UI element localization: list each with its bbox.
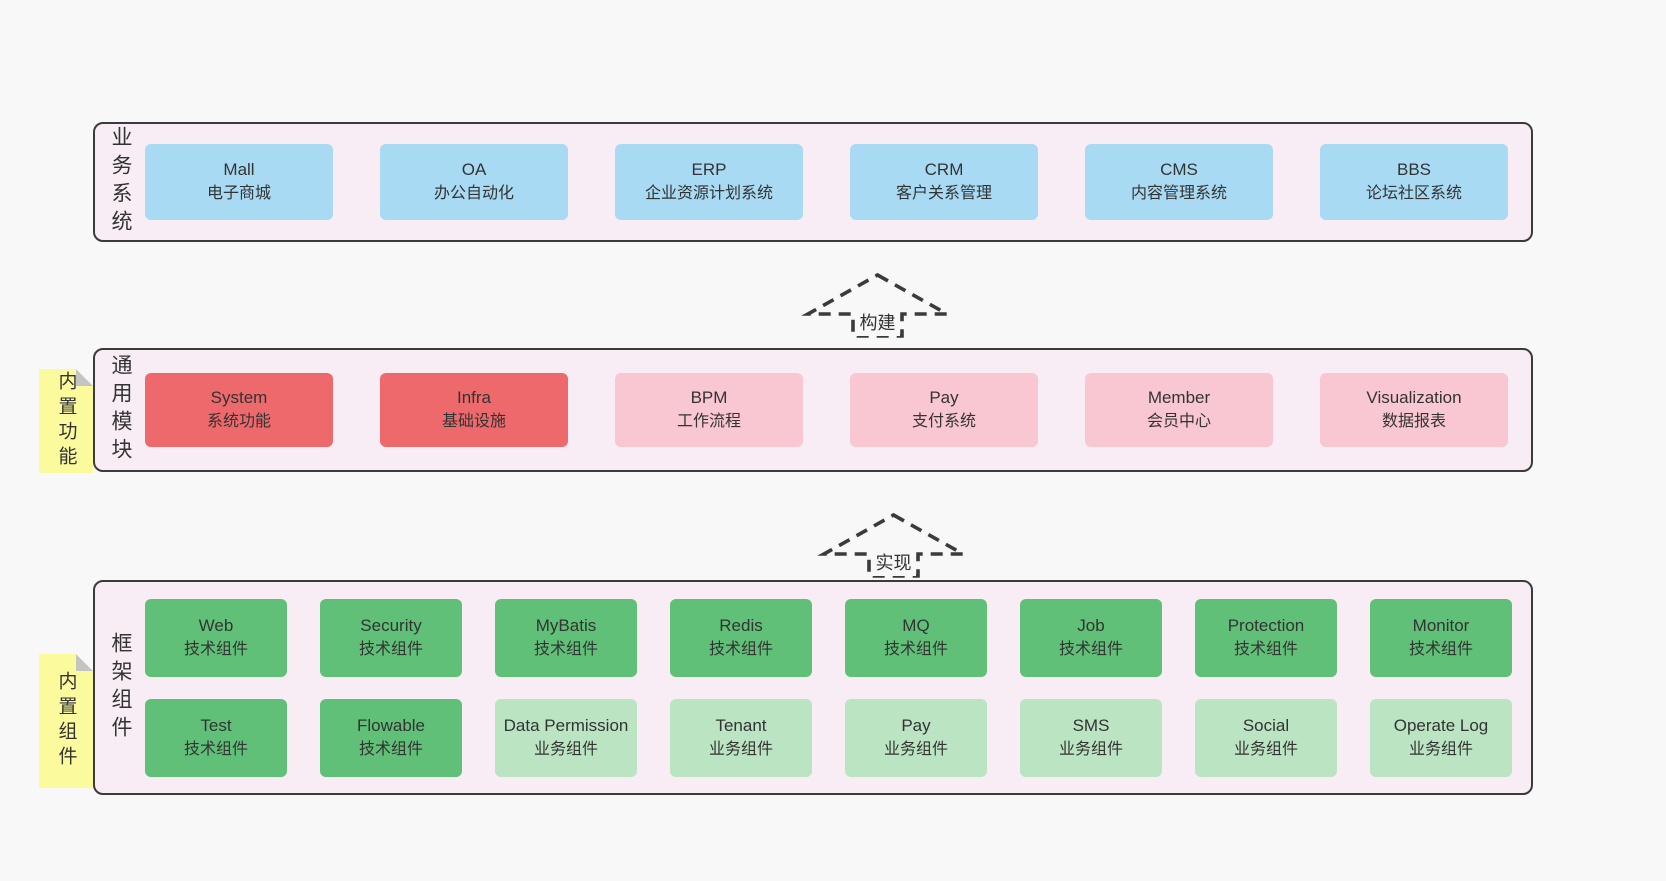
panel-business-systems-label: 业务系统 [109, 126, 132, 238]
box-test: Test 技术组件 [145, 698, 287, 777]
note-built-in-components: 内置组件 [39, 654, 93, 788]
box-mall: Mall 电子商城 [145, 144, 333, 220]
modules-boxes-area: System 系统功能 Infra 基础设施 BPM 工作流程 Pay 支付系统… [145, 350, 1531, 470]
arrow-build-label: 构建 [855, 308, 900, 336]
components-box-row-2: Test 技术组件 Flowable 技术组件 Data Permission … [145, 698, 1513, 777]
box-visualization: Visualization 数据报表 [1320, 373, 1508, 447]
box-infra: Infra 基础设施 [380, 373, 568, 447]
box-monitor: Monitor 技术组件 [1370, 598, 1512, 677]
box-mybatis: MyBatis 技术组件 [495, 598, 637, 677]
box-sms: SMS 业务组件 [1020, 698, 1162, 777]
note-built-in-features-label: 内置功能 [55, 371, 77, 471]
box-bpm: BPM 工作流程 [615, 373, 803, 447]
note-built-in-features: 内置功能 [39, 369, 93, 473]
box-crm: CRM 客户关系管理 [850, 144, 1038, 220]
panel-business-systems: 业务系统 Mall 电子商城 OA 办公自动化 ERP 企业资源计划系统 CRM… [93, 122, 1533, 242]
box-social: Social 业务组件 [1195, 698, 1337, 777]
box-cms: CMS 内容管理系统 [1085, 144, 1273, 220]
panel-common-modules-label: 通用模块 [109, 354, 132, 466]
note-built-in-components-label: 内置组件 [55, 671, 77, 771]
box-redis: Redis 技术组件 [670, 598, 812, 677]
business-box-row: Mall 电子商城 OA 办公自动化 ERP 企业资源计划系统 CRM 客户关系… [145, 144, 1513, 220]
components-box-row-1: Web 技术组件 Security 技术组件 MyBatis 技术组件 Redi… [145, 598, 1513, 677]
box-oa: OA 办公自动化 [380, 144, 568, 220]
box-pay: Pay 支付系统 [850, 373, 1038, 447]
box-pay-business: Pay 业务组件 [845, 698, 987, 777]
box-flowable: Flowable 技术组件 [320, 698, 462, 777]
box-web: Web 技术组件 [145, 598, 287, 677]
arrow-build: 构建 [801, 272, 954, 338]
box-system: System 系统功能 [145, 373, 333, 447]
box-job: Job 技术组件 [1020, 598, 1162, 677]
modules-box-row: System 系统功能 Infra 基础设施 BPM 工作流程 Pay 支付系统… [145, 373, 1513, 447]
dashed-up-arrow-icon [817, 512, 970, 578]
arrow-implement-label: 实现 [871, 548, 916, 576]
panel-framework-components: 框架组件 Web 技术组件 Security 技术组件 MyBatis 技术组件… [93, 580, 1533, 795]
box-erp: ERP 企业资源计划系统 [615, 144, 803, 220]
box-security: Security 技术组件 [320, 598, 462, 677]
box-protection: Protection 技术组件 [1195, 598, 1337, 677]
components-boxes-area: Web 技术组件 Security 技术组件 MyBatis 技术组件 Redi… [145, 582, 1531, 793]
dashed-up-arrow-icon [801, 272, 954, 338]
panel-framework-components-label: 框架组件 [109, 631, 132, 744]
box-mq: MQ 技术组件 [845, 598, 987, 677]
box-data-permission: Data Permission 业务组件 [495, 698, 637, 777]
arrow-implement: 实现 [817, 512, 970, 578]
box-bbs: BBS 论坛社区系统 [1320, 144, 1508, 220]
box-tenant: Tenant 业务组件 [670, 698, 812, 777]
box-operate-log: Operate Log 业务组件 [1370, 698, 1512, 777]
box-member: Member 会员中心 [1085, 373, 1273, 447]
business-boxes-area: Mall 电子商城 OA 办公自动化 ERP 企业资源计划系统 CRM 客户关系… [145, 124, 1531, 240]
panel-common-modules: 通用模块 System 系统功能 Infra 基础设施 BPM 工作流程 Pay… [93, 348, 1533, 472]
